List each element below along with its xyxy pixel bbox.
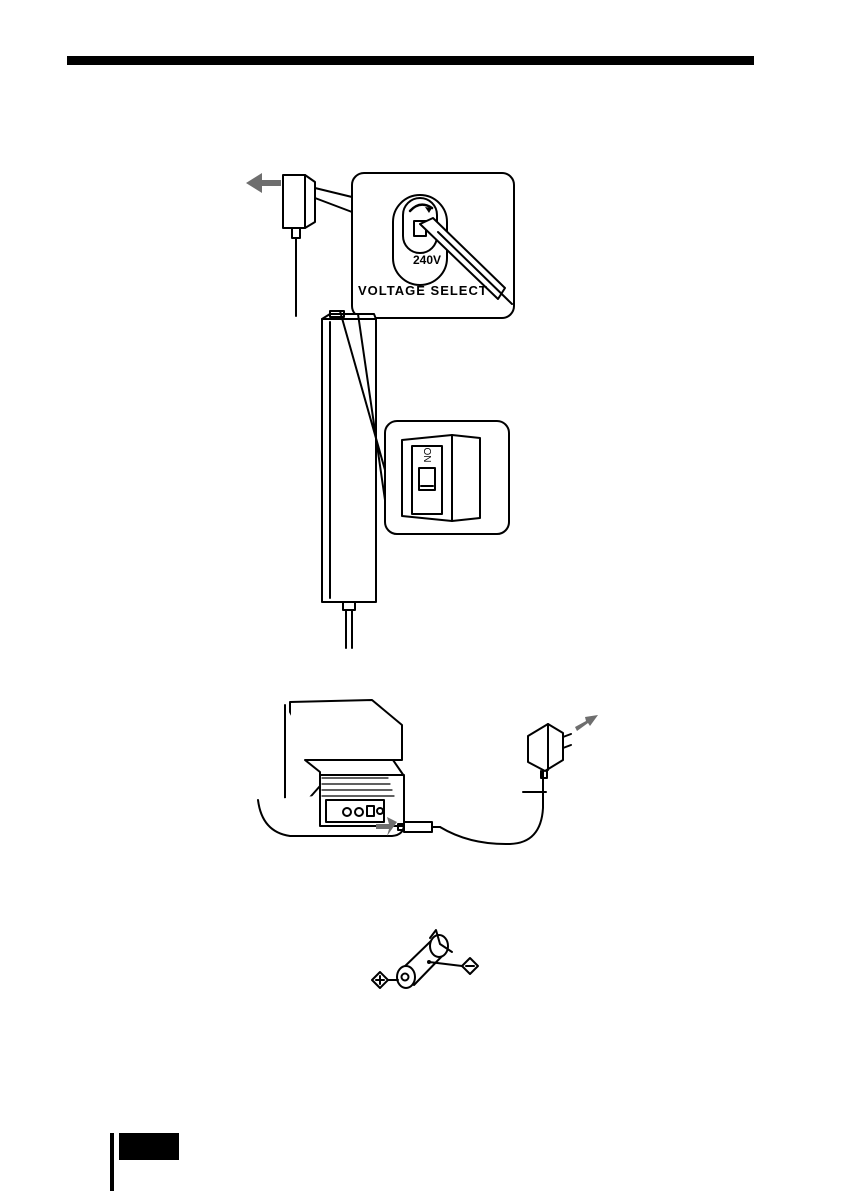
page-tab xyxy=(119,1133,179,1160)
power-switch-label: ON xyxy=(421,448,432,463)
voltage-select-label: VOLTAGE SELECT xyxy=(358,283,488,298)
dc-plug-icon xyxy=(398,822,440,832)
power-switch-figure: ON xyxy=(322,311,509,648)
voltage-selector-figure: 240V VOLTAGE SELECT xyxy=(246,173,514,318)
page-edge-bar xyxy=(110,1133,114,1191)
base-station-icon xyxy=(258,700,404,836)
power-cord xyxy=(440,765,543,844)
ac-adaptor-icon xyxy=(322,311,376,648)
battery-icon xyxy=(397,930,452,988)
ac-adaptor-icon xyxy=(283,175,315,316)
unplug-arrow-icon xyxy=(246,173,281,193)
battery-figure xyxy=(372,930,478,988)
callout-pointer xyxy=(315,188,352,212)
voltage-value-label: 240V xyxy=(413,253,441,267)
ac-adaptor-icon xyxy=(528,724,571,778)
power-switch-icon: ON xyxy=(402,435,480,521)
plug-out-arrow-icon xyxy=(575,715,598,731)
base-station-figure xyxy=(258,700,598,844)
